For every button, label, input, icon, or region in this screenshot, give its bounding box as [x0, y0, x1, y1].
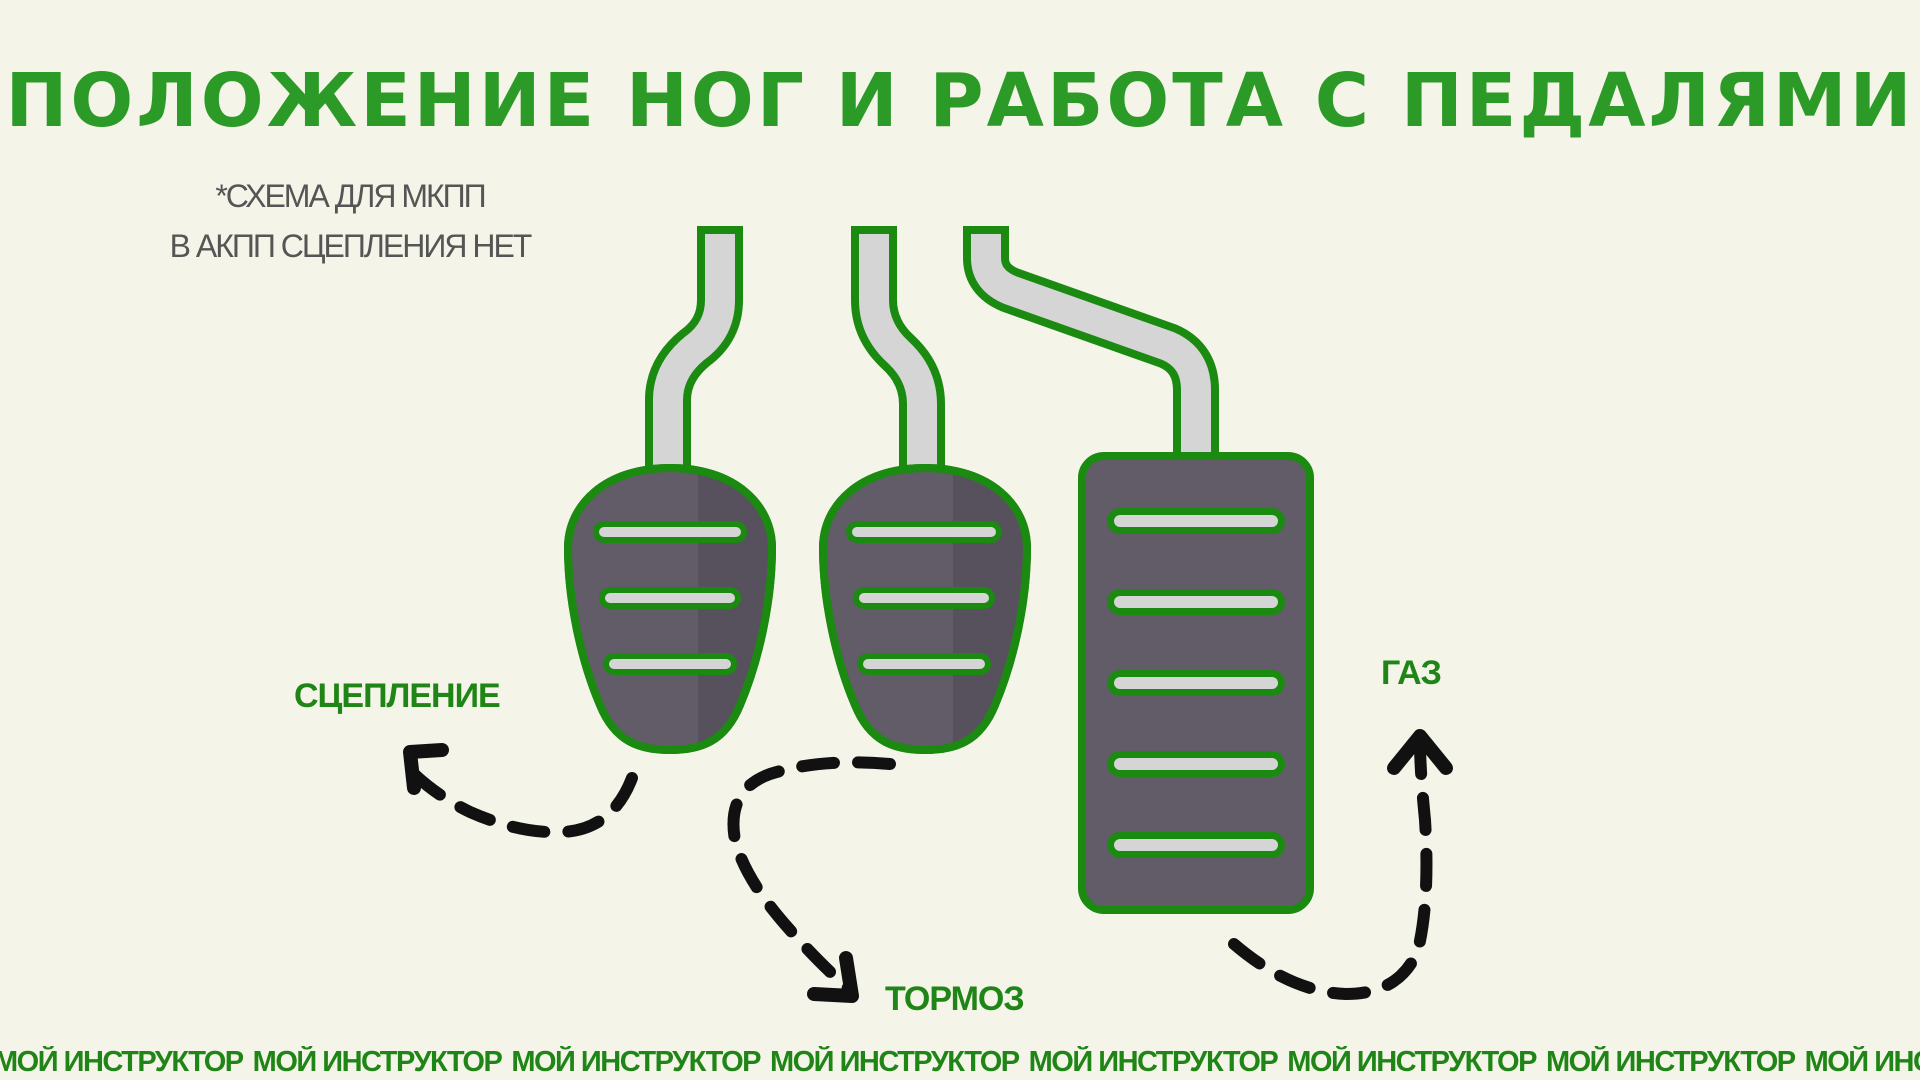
footer-brand-text: МОЙ ИНСТРУКТОР [0, 1046, 244, 1078]
gas-pedal-icon [963, 226, 1314, 914]
brake-dashed-arrow-icon [727, 756, 896, 1003]
clutch-pedal-icon [563, 226, 777, 755]
note-line-automatic: В АКПП СЦЕПЛЕНИЯ НЕТ [169, 228, 533, 264]
gas-dashed-arrow-icon [1228, 729, 1453, 1001]
brake-pedal-icon [818, 226, 1032, 755]
footer-brand-text: МОЙ ИНСТРУКТОР [1804, 1046, 1920, 1078]
brake-label: ТОРМОЗ [885, 980, 1025, 1018]
footer-brand-text: МОЙ ИНСТРУКТОР [1287, 1046, 1537, 1078]
clutch-dashed-arrow-icon [403, 743, 638, 839]
footer-brand-text: МОЙ ИНСТРУКТОР [1028, 1046, 1279, 1078]
page-title: ПОЛОЖЕНИЕ НОГ И РАБОТА С ПЕДАЛЯМИ [5, 58, 1915, 144]
footer-brand-text: МОЙ ИНСТРУКТОР [1545, 1046, 1796, 1078]
footer-brand-text: МОЙ ИНСТРУКТОР [252, 1046, 503, 1078]
footer-brand-text: МОЙ ИНСТРУКТОР [511, 1046, 761, 1078]
note-line-manual: *СХЕМА ДЛЯ МКПП [215, 178, 486, 214]
gas-label: ГАЗ [1381, 654, 1442, 692]
footer-brand-text: МОЙ ИНСТРУКТОР [769, 1046, 1020, 1078]
clutch-label: СЦЕПЛЕНИЕ [294, 677, 501, 715]
